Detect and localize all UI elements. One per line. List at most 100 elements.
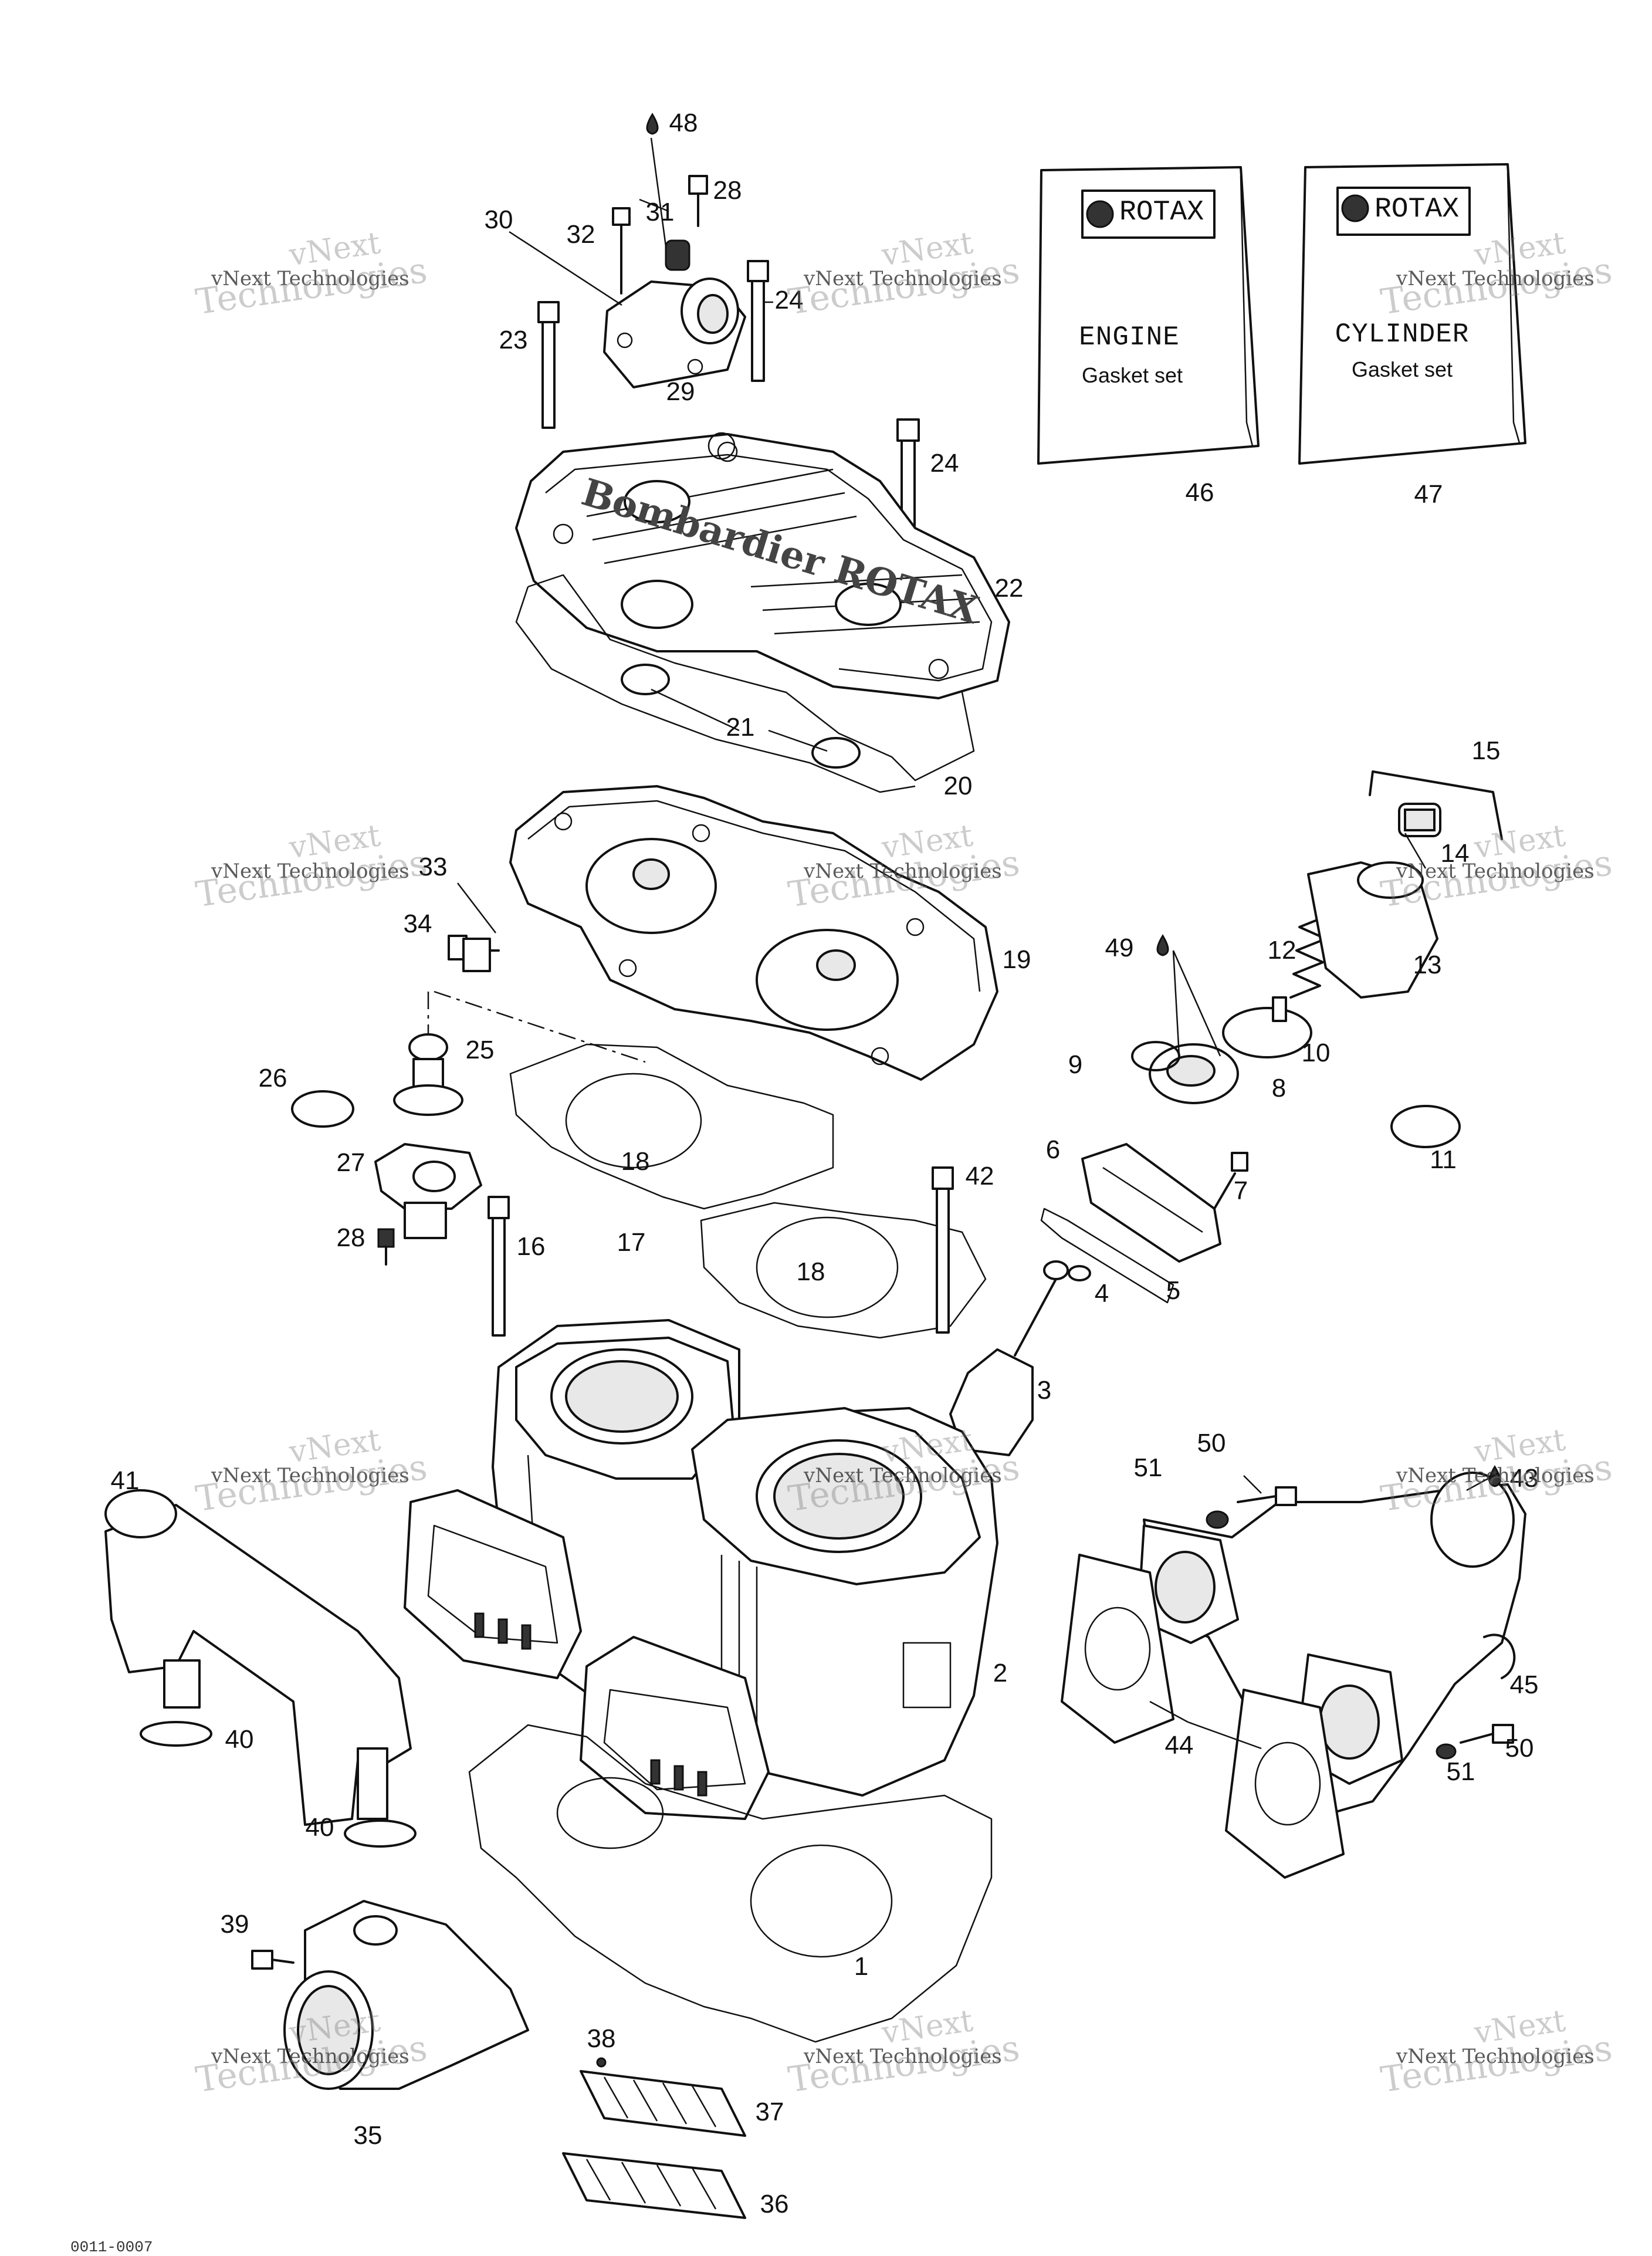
booklet-engine-subtitle: Gasket set: [1081, 363, 1183, 387]
booklet-cylinder-subtitle: Gasket set: [1351, 357, 1453, 381]
clamp-40-lower: [344, 1819, 417, 1848]
callout-8: 8: [1271, 1074, 1287, 1102]
reed-valve-left: [404, 1489, 582, 1679]
thermostat: [393, 1033, 463, 1116]
callout-6: 6: [1045, 1135, 1061, 1164]
booklet-cylinder-gasket-set: [1298, 163, 1526, 465]
booklet-engine-title: ENGINE: [1079, 322, 1180, 353]
callout-15: 15: [1471, 736, 1501, 765]
callout-22: 22: [994, 574, 1024, 603]
callout-21: 21: [726, 713, 755, 742]
grease-drop-48: [646, 113, 659, 135]
callout-43: 43: [1509, 1464, 1539, 1493]
plug-34: [448, 935, 500, 972]
callout-46: 46: [1185, 478, 1214, 507]
cap-14: [1398, 803, 1441, 837]
screw-7: [1213, 1152, 1248, 1210]
o-ring-11: [1390, 1105, 1461, 1148]
callout-38: 38: [587, 2024, 616, 2053]
gasket-44-lower: [1225, 1689, 1345, 1879]
exhaust-adapter: [283, 1900, 529, 2090]
reed-petal-36: [562, 2152, 746, 2219]
callout-32: 32: [566, 220, 595, 249]
callout-25: 25: [465, 1036, 495, 1064]
callout-13: 13: [1413, 951, 1442, 979]
rave-valve-3: [949, 1260, 1069, 1456]
o-ring-4: [1068, 1265, 1091, 1281]
head-gasket-outline: [515, 574, 975, 793]
callout-17: 17: [617, 1228, 646, 1257]
callout-11: 11: [1430, 1145, 1457, 1174]
gasket-44-upper: [1061, 1554, 1174, 1744]
callout-29: 29: [666, 377, 695, 406]
exhaust-manifold: [104, 1489, 412, 1826]
callout-14: 14: [1440, 839, 1470, 868]
bolt-50-lower: [1460, 1724, 1514, 1744]
callout-7: 7: [1233, 1176, 1248, 1205]
valve-disc-10: [1222, 996, 1312, 1058]
callout-3: 3: [1037, 1376, 1052, 1405]
booklet-cylinder-brand: ROTAX: [1374, 194, 1460, 225]
callout-18: 18: [621, 1147, 650, 1176]
reed-stopper-37: [580, 2070, 746, 2137]
reed-valve-right: [580, 1636, 770, 1820]
footer-code: 0011-0007: [70, 2238, 153, 2256]
callout-50: 50: [1197, 1429, 1226, 1457]
callout-31: 31: [645, 198, 675, 226]
callout-27: 27: [336, 1148, 365, 1177]
grease-drop-49: [1156, 934, 1169, 956]
cylinder-head-cover: [515, 432, 1010, 699]
callout-35: 35: [353, 2121, 382, 2150]
callout-23: 23: [499, 326, 528, 354]
o-ring-26: [291, 1090, 354, 1128]
thermostat-cover: [374, 1143, 482, 1239]
booklet-engine-brand: ROTAX: [1119, 197, 1204, 228]
valve-housing-6: [1081, 1143, 1221, 1263]
callout-39: 39: [220, 1910, 249, 1939]
callout-47: 47: [1414, 480, 1443, 509]
callout-26: 26: [258, 1064, 287, 1093]
callout-48: 48: [669, 109, 698, 137]
callout-33: 33: [418, 853, 448, 881]
cylinder-gasket-17: [509, 1043, 834, 1210]
piston-8: [1149, 1043, 1239, 1104]
bolt-23: [537, 301, 560, 429]
bolt-42: [932, 1166, 954, 1334]
bolt-32: [612, 207, 631, 295]
clamp-40-left: [140, 1721, 212, 1747]
washer-51-lower: [1436, 1743, 1457, 1760]
callout-20: 20: [943, 772, 973, 800]
callout-49: 49: [1105, 933, 1134, 962]
spring-12: [1289, 914, 1330, 999]
water-outlet-housing: [603, 278, 746, 388]
base-gasket: [468, 1724, 993, 2043]
callout-41: 41: [110, 1466, 140, 1495]
cover-13: [1307, 861, 1438, 999]
callout-24: 24: [930, 449, 959, 478]
centerline-head: [434, 990, 646, 1063]
bolt-50-upper: [1237, 1486, 1297, 1506]
callout-37: 37: [755, 2098, 784, 2126]
screw-38: [596, 2057, 607, 2068]
callout-40: 40: [305, 1813, 334, 1842]
callout-1: 1: [854, 1952, 869, 1981]
screw-28-lower: [377, 1228, 395, 1266]
callout-4: 4: [1094, 1279, 1109, 1308]
o-ring-21-right: [811, 737, 861, 769]
grease-drop-43: [1488, 1465, 1501, 1487]
cylinder-gasket-18: [700, 1202, 987, 1339]
callout-16: 16: [516, 1232, 546, 1261]
callout-30: 30: [484, 205, 513, 234]
callout-5: 5: [1166, 1276, 1181, 1305]
callout-51: 51: [1133, 1453, 1163, 1482]
callout-10: 10: [1301, 1039, 1331, 1067]
callout-18: 18: [796, 1257, 825, 1286]
leader-lines: [457, 137, 1499, 1750]
cylinder-head: [509, 785, 998, 1081]
bolt-24-top: [747, 260, 769, 382]
bolt-28-top: [688, 175, 708, 227]
callout-50: 50: [1505, 1734, 1534, 1763]
callout-28: 28: [336, 1223, 365, 1252]
